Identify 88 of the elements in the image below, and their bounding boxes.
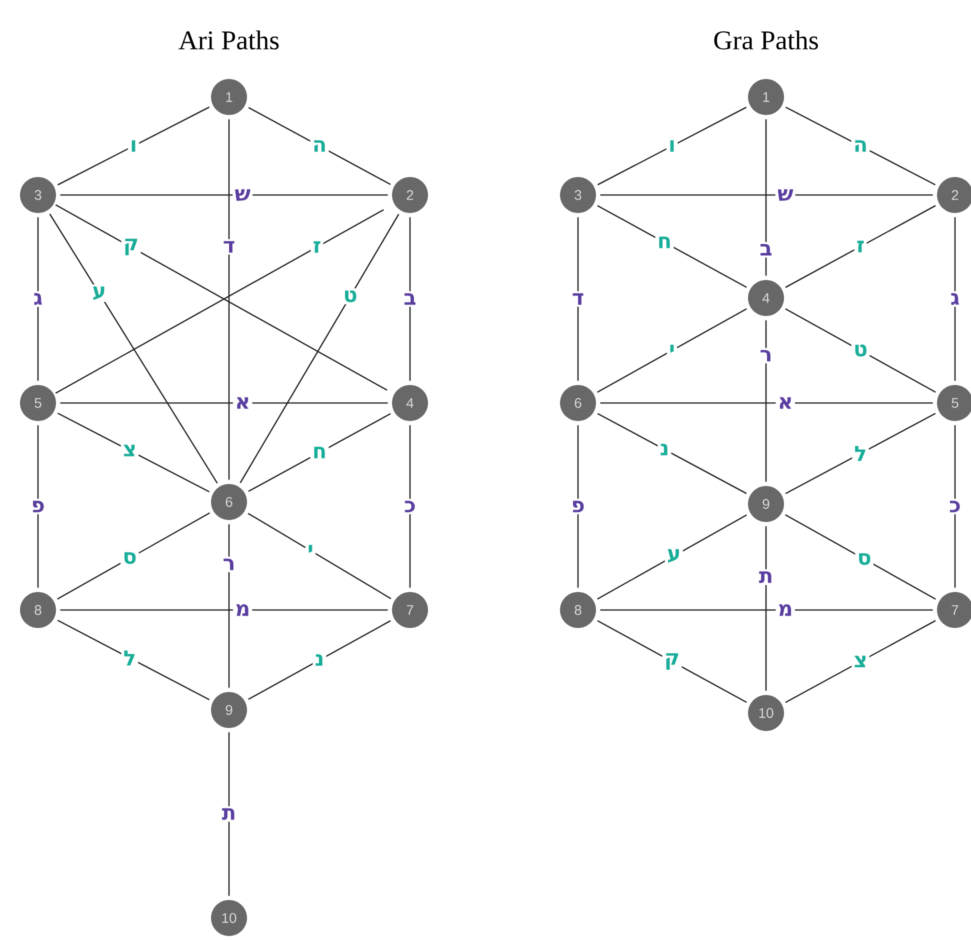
path-line: [57, 620, 210, 700]
letter-label: ס: [120, 550, 139, 566]
path-line: [597, 205, 747, 288]
letter-label: ע: [90, 284, 108, 302]
letter-label: ר: [220, 556, 238, 572]
letter-label: ל: [852, 444, 869, 463]
path-line: [597, 308, 747, 393]
path-line: [57, 412, 210, 492]
path-line: [228, 732, 230, 896]
path-line: [577, 425, 579, 588]
letter-label: א: [776, 395, 795, 411]
letter-label: י: [666, 342, 678, 358]
path-line: [248, 107, 391, 185]
letter-label: ט: [341, 288, 360, 304]
panel-title: Gra Paths: [714, 30, 818, 50]
letter-label: כ: [947, 498, 963, 514]
letter-label: ק: [662, 651, 682, 672]
panel-title: Ari Paths: [178, 30, 279, 50]
path-line: [600, 194, 933, 196]
letter-label: ת: [756, 569, 776, 585]
path-line: [409, 425, 411, 588]
letter-label: א: [232, 395, 252, 411]
path-line: [954, 425, 956, 588]
letter-label: פ: [569, 498, 587, 514]
letter-label: מ: [233, 602, 252, 618]
path-line: [765, 320, 767, 482]
path-line: [954, 217, 956, 381]
path-line: [60, 194, 388, 196]
letter-label: ק: [121, 236, 141, 258]
letter-label: ח: [310, 444, 329, 460]
letter-label: ד: [570, 291, 586, 307]
path-line: [597, 514, 747, 600]
letter-label: ב: [758, 242, 774, 258]
letter-label: ע: [664, 547, 683, 565]
path-line: [765, 119, 767, 276]
letter-label: ז: [854, 238, 867, 254]
letter-label: ח: [655, 234, 674, 250]
letter-label: ג: [948, 291, 962, 307]
letter-label: ר: [758, 348, 774, 364]
path-line: [785, 412, 936, 494]
path-line: [60, 609, 388, 611]
letter-label: ה: [310, 138, 329, 154]
letter-label: נ: [312, 652, 326, 668]
path-line: [248, 512, 392, 600]
letter-label: פ: [29, 498, 47, 514]
letter-label: ל: [121, 648, 138, 668]
letter-label: כ: [402, 498, 418, 514]
path-line: [785, 308, 936, 393]
path-line: [240, 214, 400, 484]
path-line: [785, 620, 936, 703]
letter-label: מ: [776, 602, 795, 618]
letter-label: ש: [232, 187, 253, 203]
path-line: [785, 514, 936, 600]
path-line: [49, 214, 218, 484]
letter-label: צ: [852, 654, 870, 670]
letter-label: ז: [310, 239, 324, 255]
letter-label: נ: [658, 442, 672, 458]
letter-label: ה: [851, 138, 870, 154]
letter-label: ס: [855, 551, 874, 567]
letter-label: ת: [220, 806, 238, 822]
path-line: [785, 205, 936, 288]
letter-label: ט: [851, 342, 870, 358]
path-line: [597, 412, 747, 494]
letter-label: י: [305, 542, 316, 558]
path-line: [577, 217, 579, 381]
path-line: [597, 106, 747, 186]
path-line: [60, 402, 388, 404]
path-line: [600, 402, 933, 404]
letter-label: ו: [666, 138, 678, 154]
path-line: [228, 119, 230, 480]
letter-label: ש: [775, 187, 796, 203]
path-line: [600, 609, 933, 611]
path-line: [248, 620, 391, 700]
path-line: [37, 217, 39, 381]
path-line: [57, 512, 210, 600]
path-line: [765, 526, 767, 691]
path-line: [409, 217, 411, 381]
letter-label: צ: [120, 442, 139, 458]
path-line: [57, 106, 210, 186]
path-line: [597, 620, 747, 703]
path-line: [37, 425, 39, 588]
letter-label: ב: [402, 291, 418, 307]
letter-label: ג: [31, 291, 45, 307]
path-line: [228, 524, 230, 688]
letter-label: ו: [128, 138, 140, 154]
letter-label: ד: [220, 239, 238, 255]
path-line: [785, 106, 936, 186]
path-line: [248, 413, 391, 492]
